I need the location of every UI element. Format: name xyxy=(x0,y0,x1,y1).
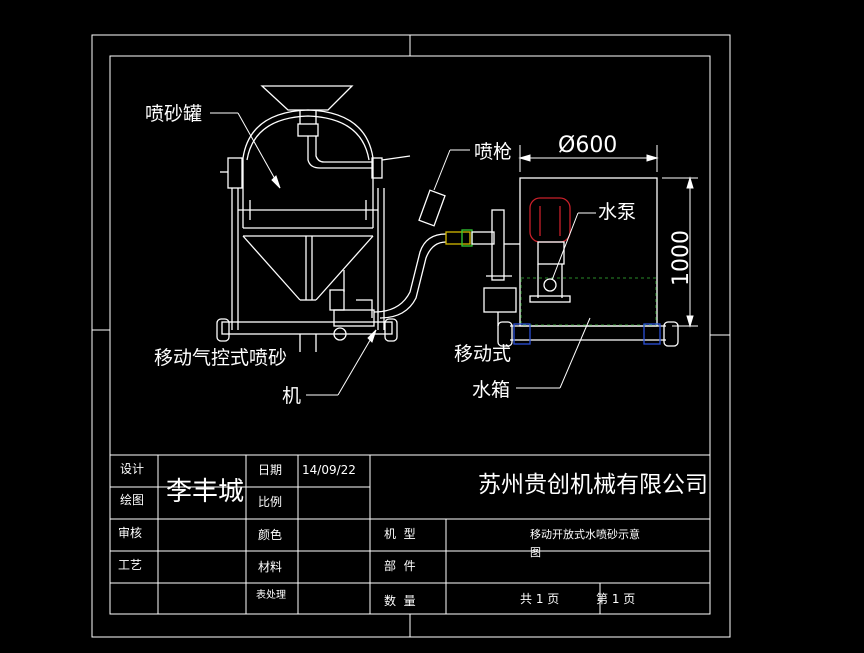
dimension-lines xyxy=(518,145,698,328)
water-level xyxy=(520,277,657,326)
material-label: 材料 xyxy=(258,560,282,574)
draw-label: 绘图 xyxy=(120,492,144,507)
pages-total: 共 1 页 xyxy=(520,592,559,606)
title-block xyxy=(110,454,710,614)
water-tank-label-line2: 水箱 xyxy=(472,379,510,401)
qty-label: 数 量 xyxy=(384,593,416,608)
process-label: 工艺 xyxy=(118,558,142,572)
drawing-frame xyxy=(91,34,731,638)
date-value: 14/09/22 xyxy=(302,463,356,477)
water-tank-wheels xyxy=(497,321,679,347)
date-label: 日期 xyxy=(258,463,282,477)
water-tank xyxy=(483,177,666,341)
machine-label-line1: 移动气控式喷砂 xyxy=(154,347,287,369)
part-label: 部 件 xyxy=(384,558,416,573)
color-label: 颜色 xyxy=(258,527,282,542)
spray-gun xyxy=(445,229,495,247)
review-label: 审核 xyxy=(118,525,142,540)
water-tank-label-line1: 移动式 xyxy=(454,343,511,365)
drawing-name-line2: 图 xyxy=(530,546,541,559)
pump-label: 水泵 xyxy=(598,201,636,223)
tank-wheels xyxy=(216,318,398,342)
scale-label: 比例 xyxy=(258,495,282,509)
blast-hose xyxy=(373,189,447,319)
height-label: 1000 xyxy=(669,230,694,286)
model-label: 机 型 xyxy=(384,527,416,541)
designer-name: 李丰城 xyxy=(166,477,244,507)
drawing-name-line1: 移动开放式水喷砂示意 xyxy=(530,527,640,541)
design-label: 设计 xyxy=(120,462,144,476)
diameter-label: Ø600 xyxy=(558,133,617,158)
surface-label: 表处理 xyxy=(256,588,286,601)
tank-label: 喷砂罐 xyxy=(145,103,202,125)
page-number: 第 1 页 xyxy=(596,592,635,606)
water-pump xyxy=(529,197,571,303)
company-name: 苏州贵创机械有限公司 xyxy=(478,472,708,498)
leader-lines xyxy=(210,112,596,396)
sandblast-tank xyxy=(220,85,411,352)
gun-label: 喷枪 xyxy=(474,141,512,163)
machine-label-line2: 机 xyxy=(282,385,301,407)
